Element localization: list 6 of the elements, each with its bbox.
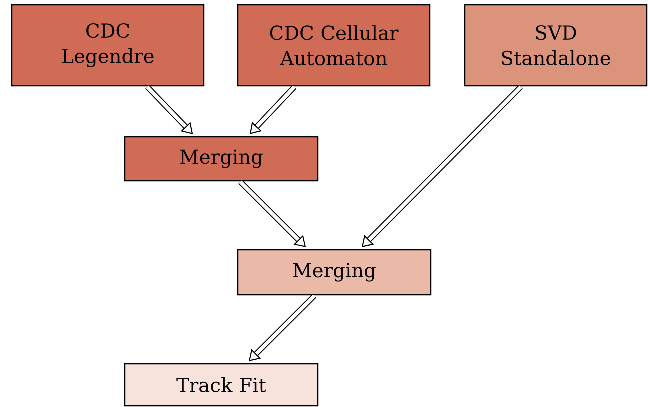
process-box: SVD Standalone: [464, 4, 648, 87]
process-box: Track Fit: [124, 363, 319, 407]
process-box: CDC Legendre: [11, 4, 205, 87]
process-box: Merging: [237, 249, 432, 296]
process-box: Merging: [124, 136, 319, 182]
process-box: CDC Cellular Automaton: [237, 4, 431, 87]
